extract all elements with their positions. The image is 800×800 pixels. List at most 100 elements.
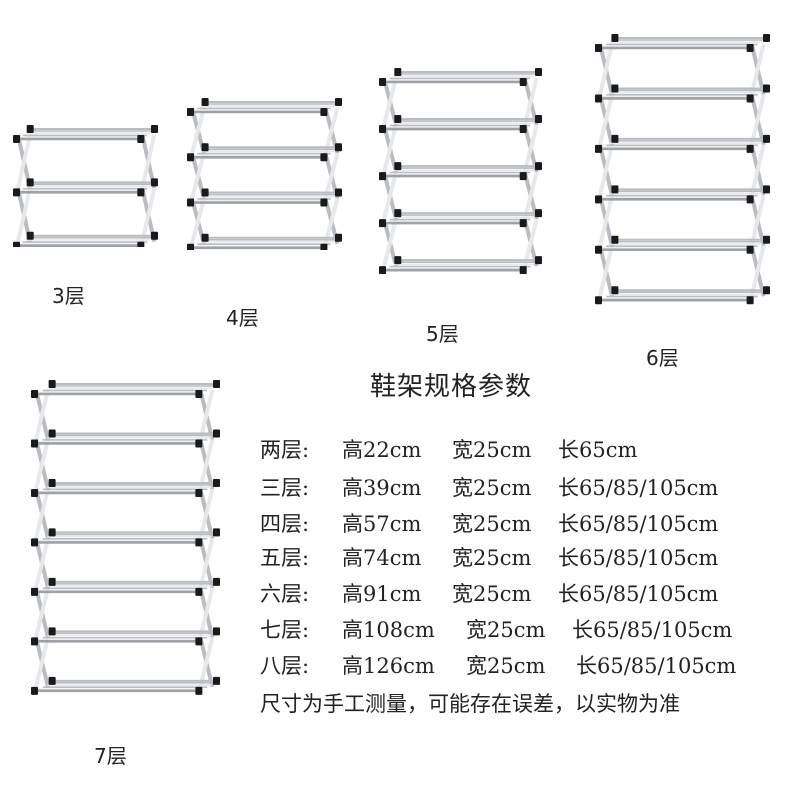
shelf-tier: [379, 162, 542, 181]
joint-connector: [763, 235, 770, 244]
joint-connector: [746, 195, 754, 204]
side-support-bar: [140, 187, 157, 243]
joint-connector: [379, 172, 386, 181]
joint-connector: [195, 538, 203, 547]
spec-height: 高57cm: [342, 512, 422, 536]
spec-length: 长65/85/105cm: [558, 582, 719, 606]
joint-connector: [535, 68, 542, 76]
shelf-tier: [31, 429, 220, 448]
joint-connector: [763, 84, 770, 93]
joint-connector: [187, 198, 194, 207]
rack-3-tier-label: 3层: [52, 284, 85, 308]
joint-connector: [201, 98, 209, 106]
joint-connector: [31, 686, 38, 695]
spec-length: 长65/85/105cm: [558, 476, 719, 500]
joint-connector: [746, 296, 754, 305]
joint-connector: [151, 231, 158, 240]
shelf-tier: [187, 233, 342, 250]
joint-connector: [213, 478, 220, 487]
side-support-bar: [34, 587, 50, 638]
side-support-bar: [34, 438, 50, 490]
joint-connector: [201, 143, 209, 152]
side-support-bar: [382, 77, 398, 126]
shoe-rack-7-illustration: [31, 380, 220, 695]
joint-connector: [13, 135, 20, 143]
spec-tier: 五层:: [260, 546, 310, 570]
joint-connector: [595, 195, 602, 204]
side-support-bar: [382, 124, 398, 173]
joint-connector: [48, 478, 56, 487]
joint-connector: [195, 686, 203, 695]
joint-connector: [151, 178, 158, 187]
joint-connector: [320, 153, 328, 162]
joint-connector: [519, 219, 527, 228]
rack-7-tier-image: [26, 380, 222, 698]
side-support-bar: [522, 77, 539, 126]
spec-length: 长65/85/105cm: [576, 654, 737, 678]
joint-connector: [394, 162, 402, 171]
rack-5-tier-label: 5层: [426, 322, 459, 346]
shelf-tier: [595, 235, 770, 254]
joint-connector: [137, 241, 145, 247]
shelf-tier: [379, 209, 542, 228]
joint-connector: [31, 637, 38, 646]
rack-3-tier-image: [8, 125, 160, 247]
joint-connector: [31, 538, 38, 547]
joint-connector: [611, 286, 619, 295]
joint-connector: [213, 577, 220, 586]
joint-connector: [320, 108, 328, 116]
spec-title: 鞋架规格参数: [370, 372, 533, 402]
spec-width: 宽25cm: [452, 582, 532, 606]
side-support-bar: [198, 438, 215, 490]
rack-6-tier-label: 6层: [646, 346, 679, 370]
joint-connector: [763, 34, 770, 42]
side-support-bar: [190, 152, 206, 200]
joint-connector: [763, 134, 770, 143]
joint-connector: [335, 98, 342, 106]
joint-connector: [31, 439, 38, 448]
joint-connector: [611, 84, 619, 93]
side-support-bar: [749, 144, 766, 196]
joint-connector: [746, 245, 754, 254]
spec-tier: 六层:: [260, 582, 310, 606]
joint-connector: [379, 78, 386, 86]
joint-connector: [26, 178, 34, 187]
shelf-tier: [31, 627, 220, 646]
spec-length: 长65/85/105cm: [558, 512, 719, 536]
side-support-bar: [16, 134, 32, 189]
joint-connector: [48, 528, 56, 537]
joint-connector: [535, 256, 542, 265]
spec-length: 长65/85/105cm: [572, 618, 733, 642]
joint-connector: [26, 231, 34, 240]
joint-connector: [595, 44, 602, 52]
joint-connector: [48, 429, 56, 438]
joint-connector: [519, 78, 527, 86]
side-support-bar: [198, 389, 215, 440]
joint-connector: [201, 188, 209, 197]
joint-connector: [213, 429, 220, 438]
side-support-bar: [34, 389, 50, 440]
joint-connector: [187, 243, 194, 250]
side-support-bar: [598, 245, 614, 297]
joint-connector: [595, 245, 602, 254]
joint-connector: [763, 185, 770, 194]
side-support-bar: [598, 194, 614, 247]
joint-connector: [595, 94, 602, 103]
shelf-tier: [379, 115, 542, 134]
joint-connector: [48, 676, 56, 685]
side-support-bar: [598, 144, 614, 196]
joint-connector: [48, 577, 56, 586]
joint-connector: [611, 235, 619, 244]
side-support-bar: [522, 124, 539, 173]
shelf-tier: [595, 185, 770, 204]
joint-connector: [746, 144, 754, 153]
joint-connector: [595, 144, 602, 153]
spec-width: 宽25cm: [452, 546, 532, 570]
joint-connector: [213, 380, 220, 388]
spec-tier: 四层:: [260, 512, 310, 536]
side-support-bar: [323, 152, 340, 200]
joint-connector: [195, 439, 203, 448]
joint-connector: [48, 380, 56, 388]
shelf-tier: [595, 84, 770, 103]
joint-connector: [379, 219, 386, 228]
